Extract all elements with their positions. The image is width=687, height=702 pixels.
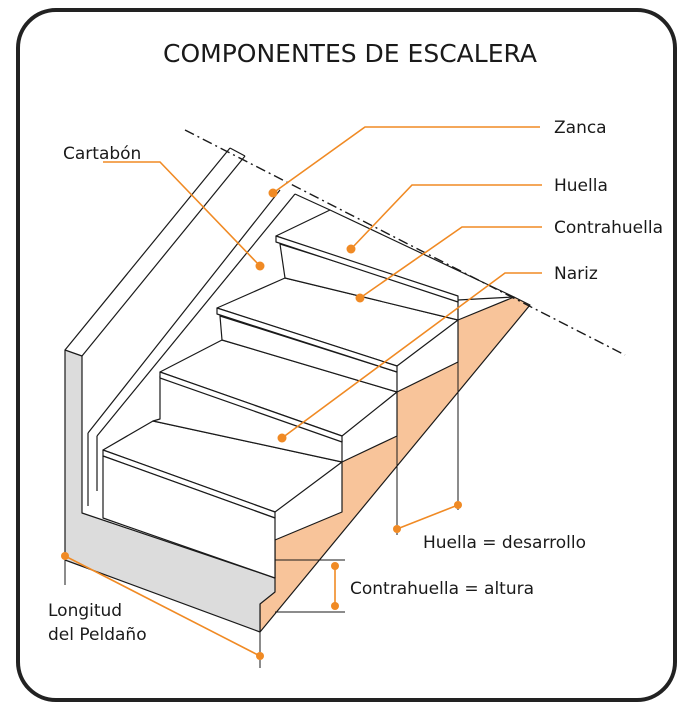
- label-nariz: Nariz: [554, 264, 598, 284]
- leader-lines: [103, 126, 542, 439]
- pitch-line: [184, 129, 626, 356]
- label-longitud-line1: Longitud: [48, 601, 122, 621]
- riser-step-1: [102, 455, 276, 579]
- accent-dimension-dots: [61, 501, 462, 660]
- side-wall-front: [64, 349, 276, 633]
- label-contrahuella: Contrahuella: [554, 218, 663, 238]
- label-zanca: Zanca: [554, 118, 607, 138]
- nosing-step-3: [216, 307, 398, 373]
- label-longitud-line2: del Peldaño: [48, 625, 147, 645]
- nosing-step-4: [275, 235, 459, 303]
- label-contrahuella-altura: Contrahuella = altura: [350, 579, 534, 599]
- side-wall-outline: [64, 147, 331, 506]
- dimension-lines: [64, 320, 459, 668]
- label-huella-desarrollo: Huella = desarrollo: [423, 533, 586, 553]
- accent-dimension-lines: [64, 504, 459, 657]
- label-huella: Huella: [554, 176, 608, 196]
- label-cartabon: Cartabón: [63, 144, 141, 164]
- diagram-title: COMPONENTES DE ESCALERA: [163, 39, 537, 68]
- nosing-step-2: [159, 371, 343, 443]
- stairs: [102, 209, 515, 579]
- leader-dots: [255, 188, 365, 443]
